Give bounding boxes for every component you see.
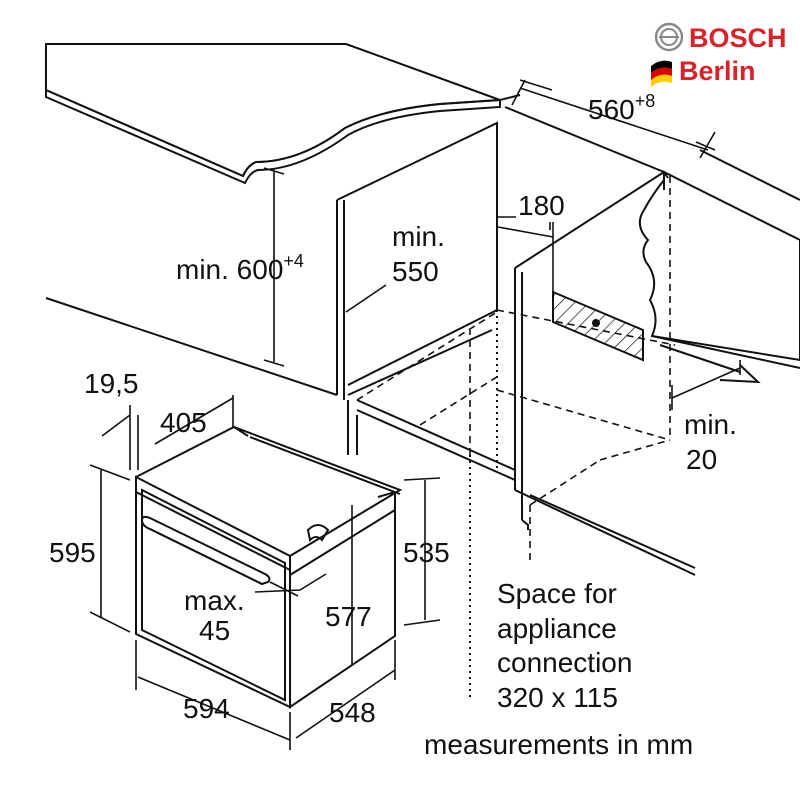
dim-niche-height: min. 600+4 (176, 251, 304, 285)
svg-text:560+8: 560+8 (588, 91, 655, 125)
svg-text:connection: connection (497, 647, 632, 678)
dim-niche-width: 560+8 (588, 91, 655, 125)
svg-text:320 x 115: 320 x 115 (497, 682, 618, 713)
dim-depth: 548 (329, 697, 376, 728)
dim-depth-min-line2: 550 (392, 256, 439, 287)
vent-opening (552, 290, 644, 362)
cabinet-niche (45, 94, 800, 700)
dim-depth-min-line1: min. (392, 221, 445, 252)
german-flag-icon (651, 60, 672, 87)
dimension-lines (89, 79, 741, 750)
bosch-logo: BOSCH Berlin (651, 22, 787, 87)
dim-handle-depth-line2: 45 (199, 615, 230, 646)
connection-note: Space for appliance connection 320 x 115 (497, 578, 632, 713)
bosch-armature-icon (654, 22, 684, 52)
units-note: measurements in mm (424, 729, 693, 760)
dim-front-height: 595 (49, 537, 96, 568)
dim-body-height: 535 (403, 537, 450, 568)
dim-rear-gap-line2: 20 (686, 444, 717, 475)
oven (135, 425, 403, 709)
dim-front-offset: 19,5 (84, 368, 139, 399)
bosch-wordmark: BOSCH (689, 23, 787, 53)
berlin-wordmark: Berlin (679, 56, 756, 86)
dim-rear-gap-line1: min. (684, 409, 737, 440)
worktop (45, 43, 501, 185)
dim-vent-offset: 180 (518, 190, 565, 221)
svg-text:appliance: appliance (497, 613, 617, 644)
svg-text:Space for: Space for (497, 578, 617, 609)
dim-handle-depth-line1: max. (184, 585, 245, 616)
dim-body-inner-height: 577 (325, 601, 372, 632)
dim-width: 594 (183, 693, 230, 724)
svg-text:min. 600+4: min. 600+4 (176, 251, 304, 285)
dim-panel-offset: 405 (160, 407, 207, 438)
